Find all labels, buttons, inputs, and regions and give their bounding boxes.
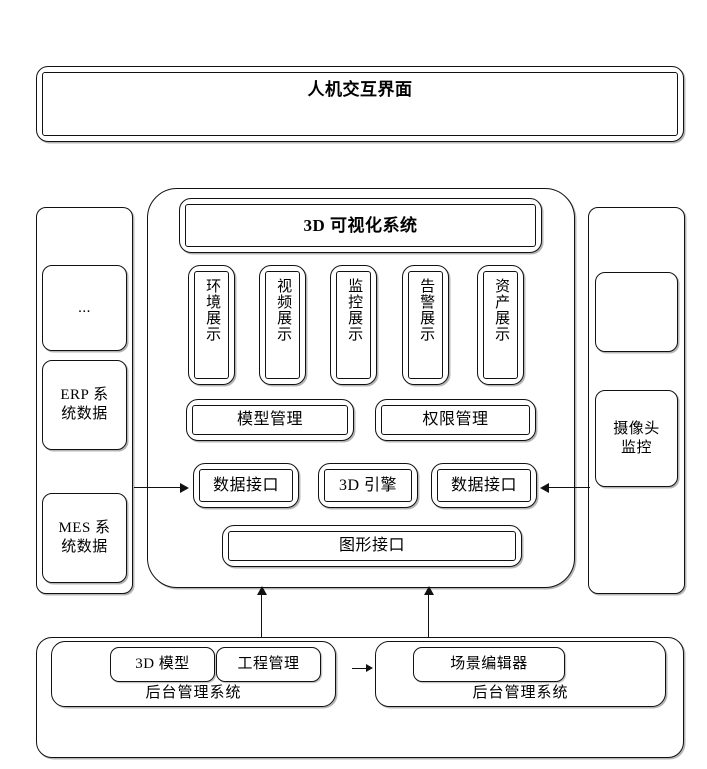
- graphics-interface-label: 图形接口: [338, 537, 405, 554]
- data-interface-left-box[interactable]: 数据接口: [193, 463, 299, 508]
- right-source-item-camera-inner: 摄像头 监控: [596, 391, 677, 486]
- display-module-video-label: 视频展示: [275, 278, 292, 342]
- display-module-monitor-label: 监控展示: [346, 278, 363, 342]
- core-header-box[interactable]: 3D 可视化系统: [179, 198, 542, 253]
- left-source-item-0-inner: ...: [43, 266, 126, 350]
- display-module-alarm[interactable]: 告警展示: [402, 265, 449, 385]
- display-module-monitor-inner: 监控展示: [336, 271, 371, 379]
- engine-3d-label: 3D 引擎: [338, 476, 398, 494]
- data-interface-right-box[interactable]: 数据接口: [431, 463, 537, 508]
- backend-right-group-caption: 后台管理系统: [472, 685, 569, 701]
- left-source-item-0[interactable]: ...: [42, 265, 127, 351]
- graphics-interface-inner: 图形接口: [228, 531, 516, 561]
- display-module-env[interactable]: 环境展示: [188, 265, 235, 385]
- management-model-inner: 模型管理: [192, 405, 348, 435]
- arrow-backend-left-to-right-line: [352, 668, 368, 670]
- management-model-box[interactable]: 模型管理: [186, 399, 354, 441]
- left-source-item-mes[interactable]: MES 系 统数据: [42, 493, 127, 583]
- right-source-item-camera[interactable]: 摄像头 监控: [595, 390, 678, 487]
- display-module-env-inner: 环境展示: [194, 271, 229, 379]
- left-source-item-erp[interactable]: ERP 系 统数据: [42, 360, 127, 450]
- management-permission-inner: 权限管理: [381, 405, 530, 435]
- backend-item-3d-model[interactable]: 3D 模型: [110, 647, 215, 682]
- display-module-alarm-label: 告警展示: [418, 278, 435, 342]
- backend-left-group-caption: 后台管理系统: [145, 685, 242, 701]
- engine-3d-box[interactable]: 3D 引擎: [318, 463, 418, 508]
- hmi-inner-box: 人机交互界面: [42, 72, 678, 136]
- display-module-video-inner: 视频展示: [265, 271, 300, 379]
- backend-item-scene-editor[interactable]: 场景编辑器: [413, 647, 565, 682]
- right-source-item-camera-label: 摄像头 监控: [613, 420, 660, 456]
- hmi-container: 人机交互界面: [36, 66, 684, 142]
- left-source-item-mes-label: MES 系 统数据: [58, 520, 111, 555]
- management-permission-box[interactable]: 权限管理: [375, 399, 536, 441]
- display-module-monitor[interactable]: 监控展示: [330, 265, 377, 385]
- left-source-item-erp-inner: ERP 系 统数据: [43, 361, 126, 449]
- arrow-right-sources-to-core-head: [540, 483, 549, 493]
- core-system-container: [147, 188, 575, 588]
- hmi-label: 人机交互界面: [307, 80, 413, 99]
- arrow-backend-left-to-core-head: [257, 586, 267, 595]
- display-module-env-label: 环境展示: [204, 278, 221, 342]
- display-module-asset[interactable]: 资产展示: [477, 265, 524, 385]
- display-module-video[interactable]: 视频展示: [259, 265, 306, 385]
- management-model-label: 模型管理: [236, 411, 303, 428]
- core-header-inner: 3D 可视化系统: [185, 204, 536, 247]
- right-source-item-0[interactable]: [595, 272, 678, 352]
- arrow-backend-right-to-core-line: [428, 594, 430, 637]
- display-module-alarm-inner: 告警展示: [408, 271, 443, 379]
- display-module-asset-label: 资产展示: [493, 278, 510, 342]
- engine-3d-inner: 3D 引擎: [324, 469, 412, 502]
- backend-item-scene-editor-label: 场景编辑器: [450, 656, 528, 673]
- management-permission-label: 权限管理: [422, 411, 489, 428]
- display-module-asset-inner: 资产展示: [483, 271, 518, 379]
- data-interface-right-inner: 数据接口: [437, 469, 531, 502]
- arrow-backend-left-to-right-head: [366, 664, 373, 672]
- arrow-backend-right-to-core-head: [424, 586, 434, 595]
- graphics-interface-box[interactable]: 图形接口: [222, 525, 522, 567]
- left-source-item-0-label: ...: [78, 299, 91, 316]
- core-header-label: 3D 可视化系统: [303, 215, 418, 235]
- data-interface-left-label: 数据接口: [212, 476, 279, 494]
- left-source-item-mes-inner: MES 系 统数据: [43, 494, 126, 582]
- arrow-right-sources-to-core-line: [548, 487, 590, 489]
- backend-item-project-mgmt[interactable]: 工程管理: [216, 647, 321, 682]
- data-interface-left-inner: 数据接口: [199, 469, 293, 502]
- arrow-left-sources-to-core-head: [180, 483, 189, 493]
- backend-item-3d-model-label: 3D 模型: [135, 656, 190, 673]
- arrow-left-sources-to-core-line: [134, 487, 182, 489]
- arrow-backend-left-to-core-line: [261, 594, 263, 637]
- left-source-item-erp-label: ERP 系 统数据: [60, 387, 109, 422]
- backend-item-project-mgmt-label: 工程管理: [237, 656, 300, 673]
- right-source-item-0-inner: [596, 273, 677, 351]
- data-interface-right-label: 数据接口: [450, 476, 517, 494]
